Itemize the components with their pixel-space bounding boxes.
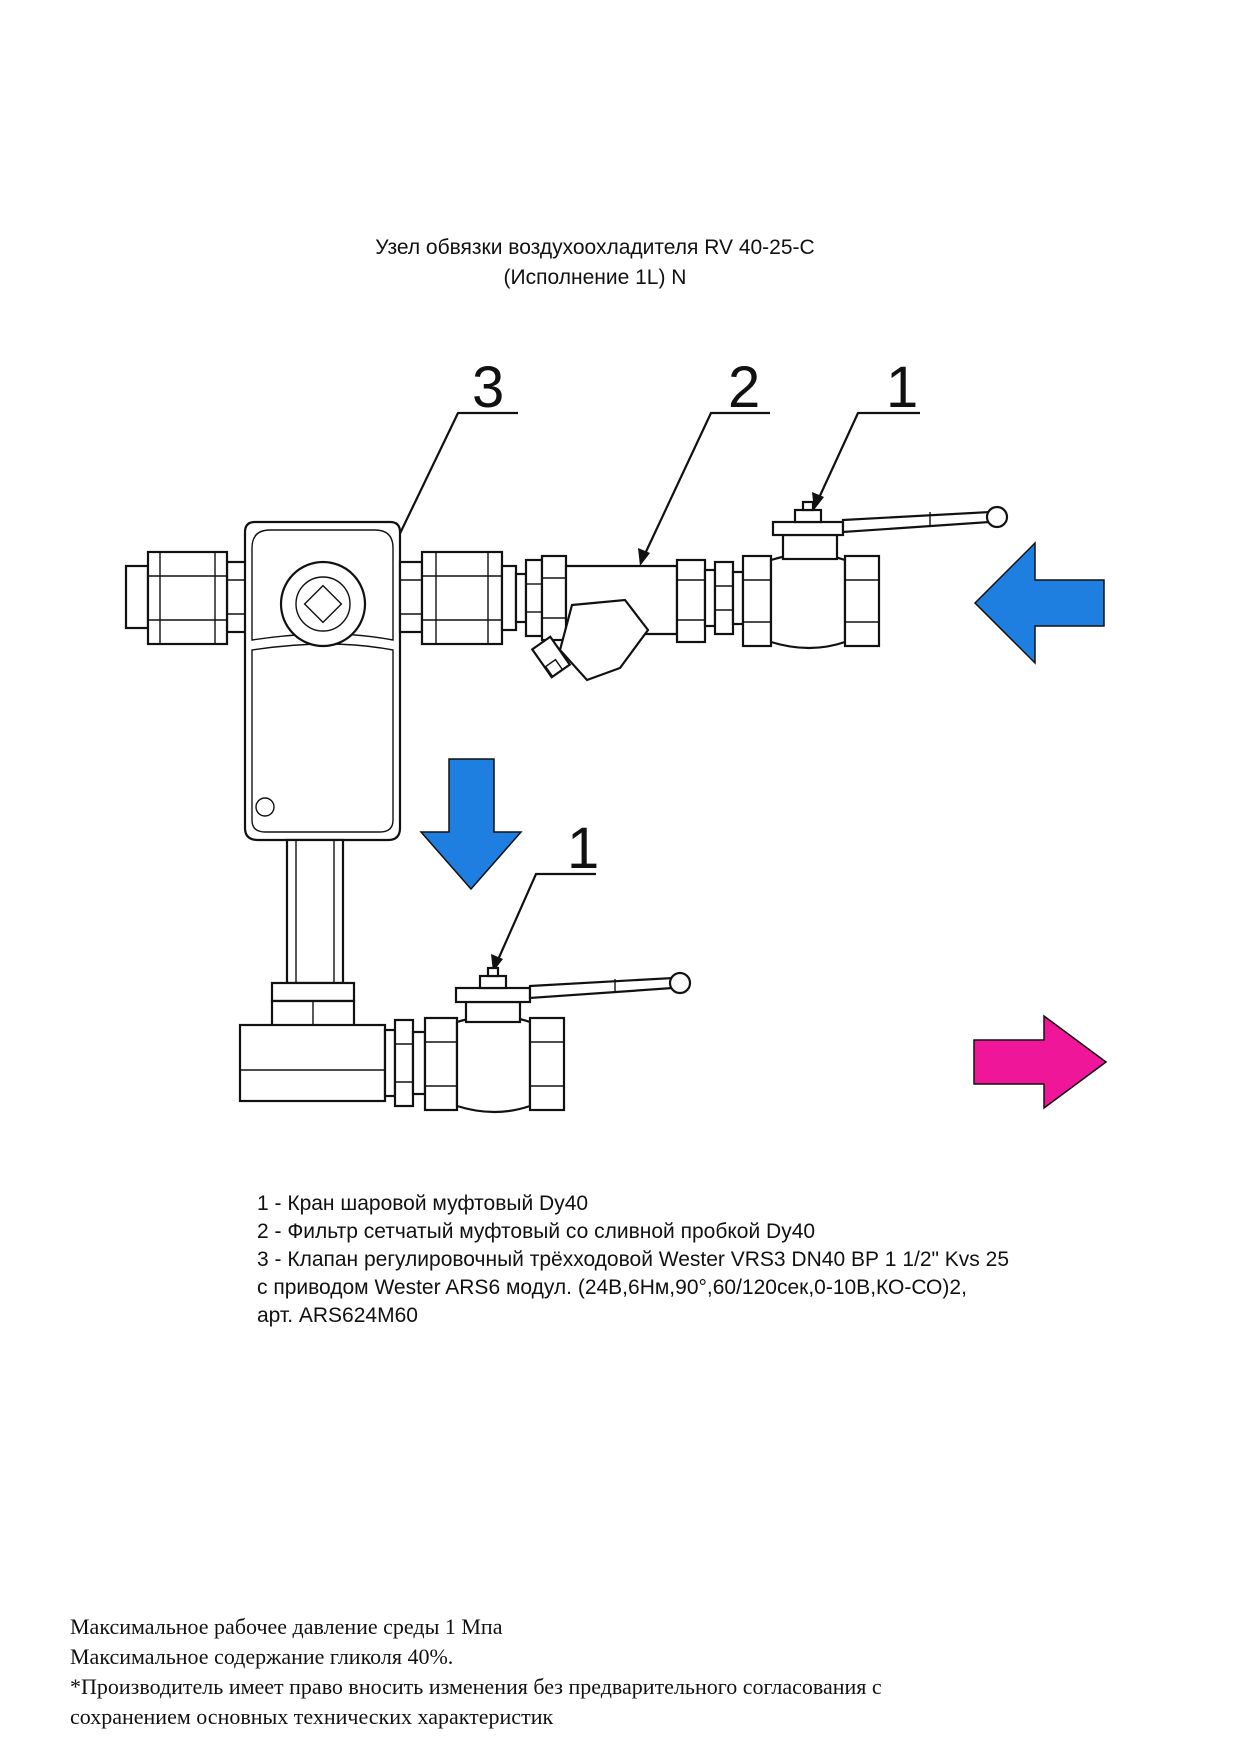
leader-line-1-bottom: [491, 872, 596, 972]
outlet-flow-arrow: [973, 1014, 1108, 1110]
nipple-nut-1: [514, 558, 544, 638]
ball-valve-bottom: [423, 966, 692, 1114]
note-disclaimer-line-1: *Производитель имеет право вносить измен…: [70, 1674, 882, 1699]
strainer-filter: [530, 554, 707, 682]
legend-item-1: 1 - Кран шаровой муфтовый Dy40: [257, 1192, 589, 1215]
legend-item-3-line-3: арт. ARS624M60: [257, 1304, 418, 1327]
ball-valve-top: [741, 500, 1009, 650]
leader-line-1-top: [812, 411, 920, 510]
callout-label-3: 3: [472, 355, 504, 420]
diagram-title: Узел обвязки воздухоохладителя RV 40-25-…: [375, 236, 815, 259]
three-way-valve-actuator: [243, 520, 402, 842]
note-pressure: Максимальное рабочее давление среды 1 Мп…: [70, 1614, 503, 1639]
inlet-flow-arrow: [973, 541, 1105, 665]
technical-notes: Максимальное рабочее давление среды 1 Мп…: [70, 1612, 882, 1732]
note-disclaimer-line-2: сохранением основных технических характе…: [70, 1704, 554, 1729]
leader-line-3: [387, 411, 518, 558]
nipple-nut-2: [703, 560, 745, 636]
left-union-fitting: [124, 550, 249, 646]
tee-fitting: [238, 981, 387, 1103]
parts-legend: 1 - Кран шаровой муфтовый Dy40 2 - Фильт…: [257, 1190, 1009, 1330]
note-glycol: Максимальное содержание гликоля 40%.: [70, 1644, 454, 1669]
vertical-pipe: [285, 838, 345, 985]
legend-item-3-line-1: 3 - Клапан регулировочный трёхходовой We…: [257, 1248, 1010, 1271]
valve-right-union: [398, 550, 518, 646]
callout-label-1-top: 1: [886, 355, 918, 420]
leader-line-2: [638, 411, 770, 566]
diagram-subtitle: (Исполнение 1L) N: [503, 266, 687, 289]
legend-item-2: 2 - Фильтр сетчатый муфтовый со сливной …: [257, 1220, 816, 1243]
nipple-nut-bottom: [383, 1018, 427, 1108]
callout-label-1-bottom: 1: [567, 816, 599, 881]
callout-label-2: 2: [728, 355, 760, 420]
legend-item-3-line-2: с приводом Wester ARS6 модул. (24В,6Нм,9…: [257, 1276, 967, 1299]
downward-flow-arrow: [419, 758, 523, 891]
